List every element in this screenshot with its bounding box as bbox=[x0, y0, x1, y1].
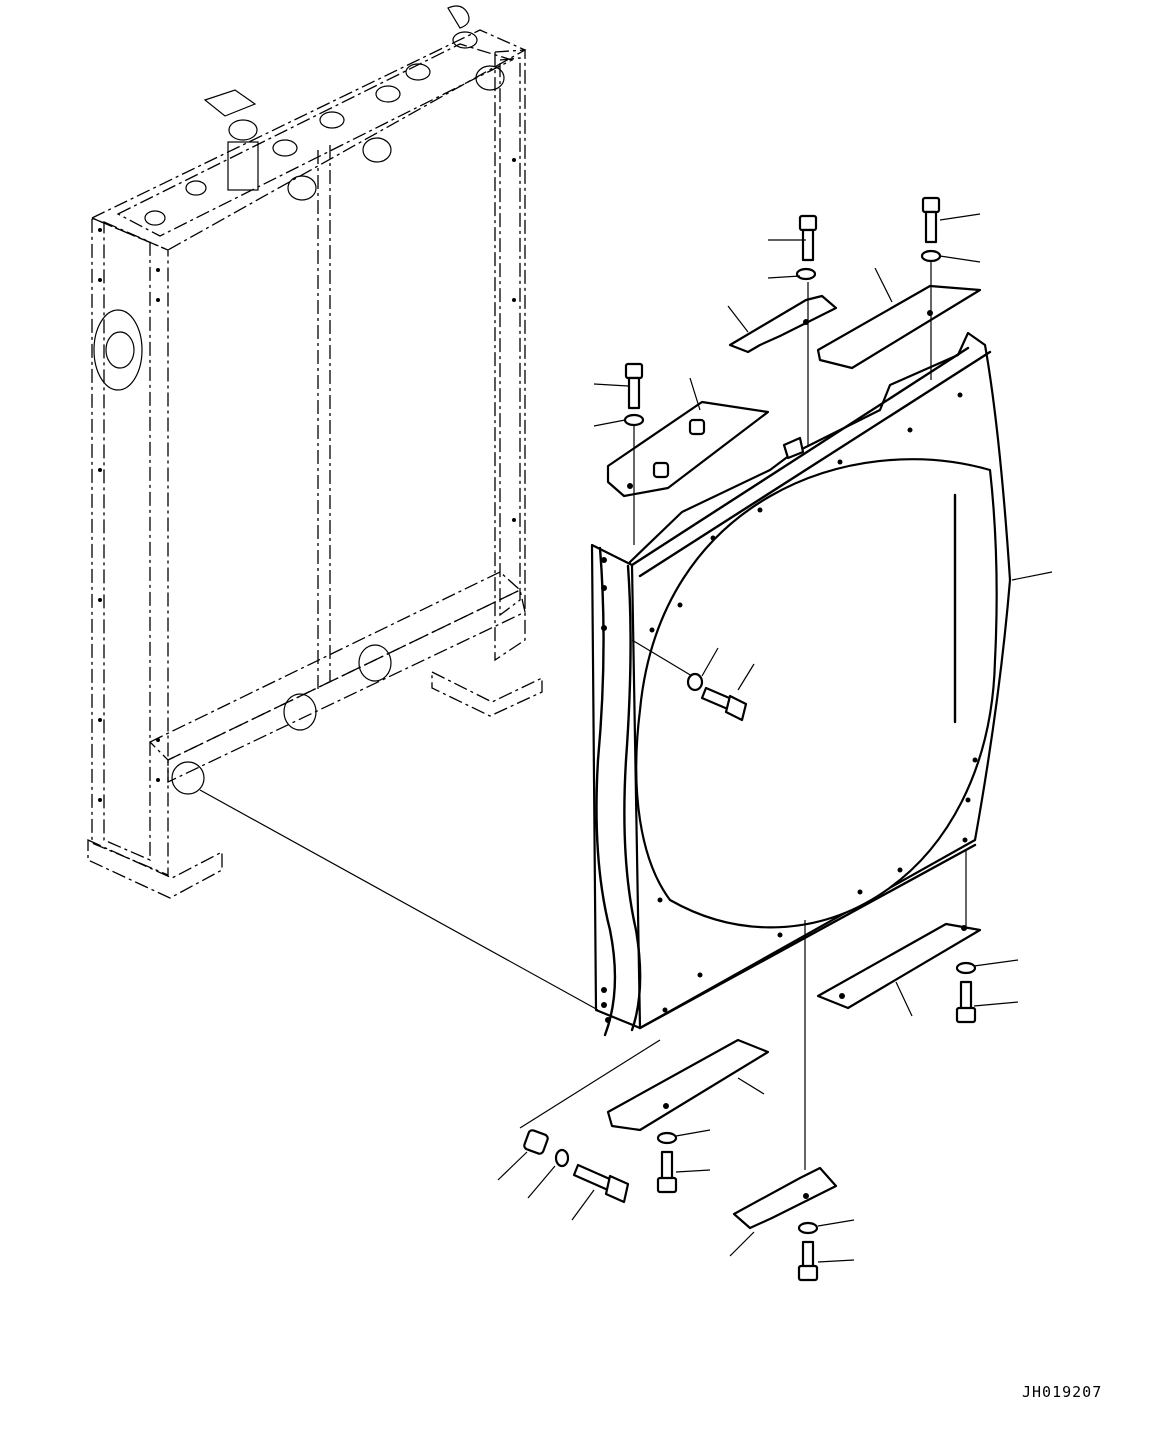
bottom-mid-bracket bbox=[732, 1166, 838, 1230]
radiator-assembly bbox=[87, 5, 543, 899]
washer-lower-left bbox=[554, 1148, 570, 1168]
bolt-top-mid bbox=[798, 214, 818, 262]
top-left-bracket bbox=[606, 400, 770, 498]
washer-top-right bbox=[920, 249, 942, 263]
spacer bbox=[523, 1129, 549, 1155]
fasteners bbox=[523, 196, 977, 1282]
assembly-lines bbox=[199, 262, 967, 1170]
washer-bottom-left bbox=[656, 1131, 678, 1145]
bolt-top-right bbox=[921, 196, 941, 244]
washer-top-left bbox=[623, 413, 645, 427]
bolt-center bbox=[700, 686, 748, 722]
bolt-bottom-right bbox=[955, 980, 977, 1024]
top-mid-bracket bbox=[728, 294, 838, 354]
bottom-right-bracket bbox=[816, 922, 982, 1010]
washer-bottom-mid bbox=[797, 1221, 819, 1235]
washer-center bbox=[686, 672, 704, 692]
bolt-bottom-mid bbox=[797, 1240, 819, 1282]
bolt-lower-left bbox=[572, 1163, 630, 1204]
fan-shroud bbox=[590, 331, 1012, 1037]
bottom-left-bracket bbox=[606, 1038, 770, 1132]
washer-top-mid bbox=[795, 267, 817, 281]
drawing-code: JH019207 bbox=[1022, 1383, 1103, 1401]
bolt-top-left bbox=[624, 362, 644, 410]
bolt-bottom-left bbox=[656, 1150, 678, 1194]
leader-lines bbox=[497, 213, 1053, 1263]
washer-bottom-right bbox=[955, 961, 977, 975]
